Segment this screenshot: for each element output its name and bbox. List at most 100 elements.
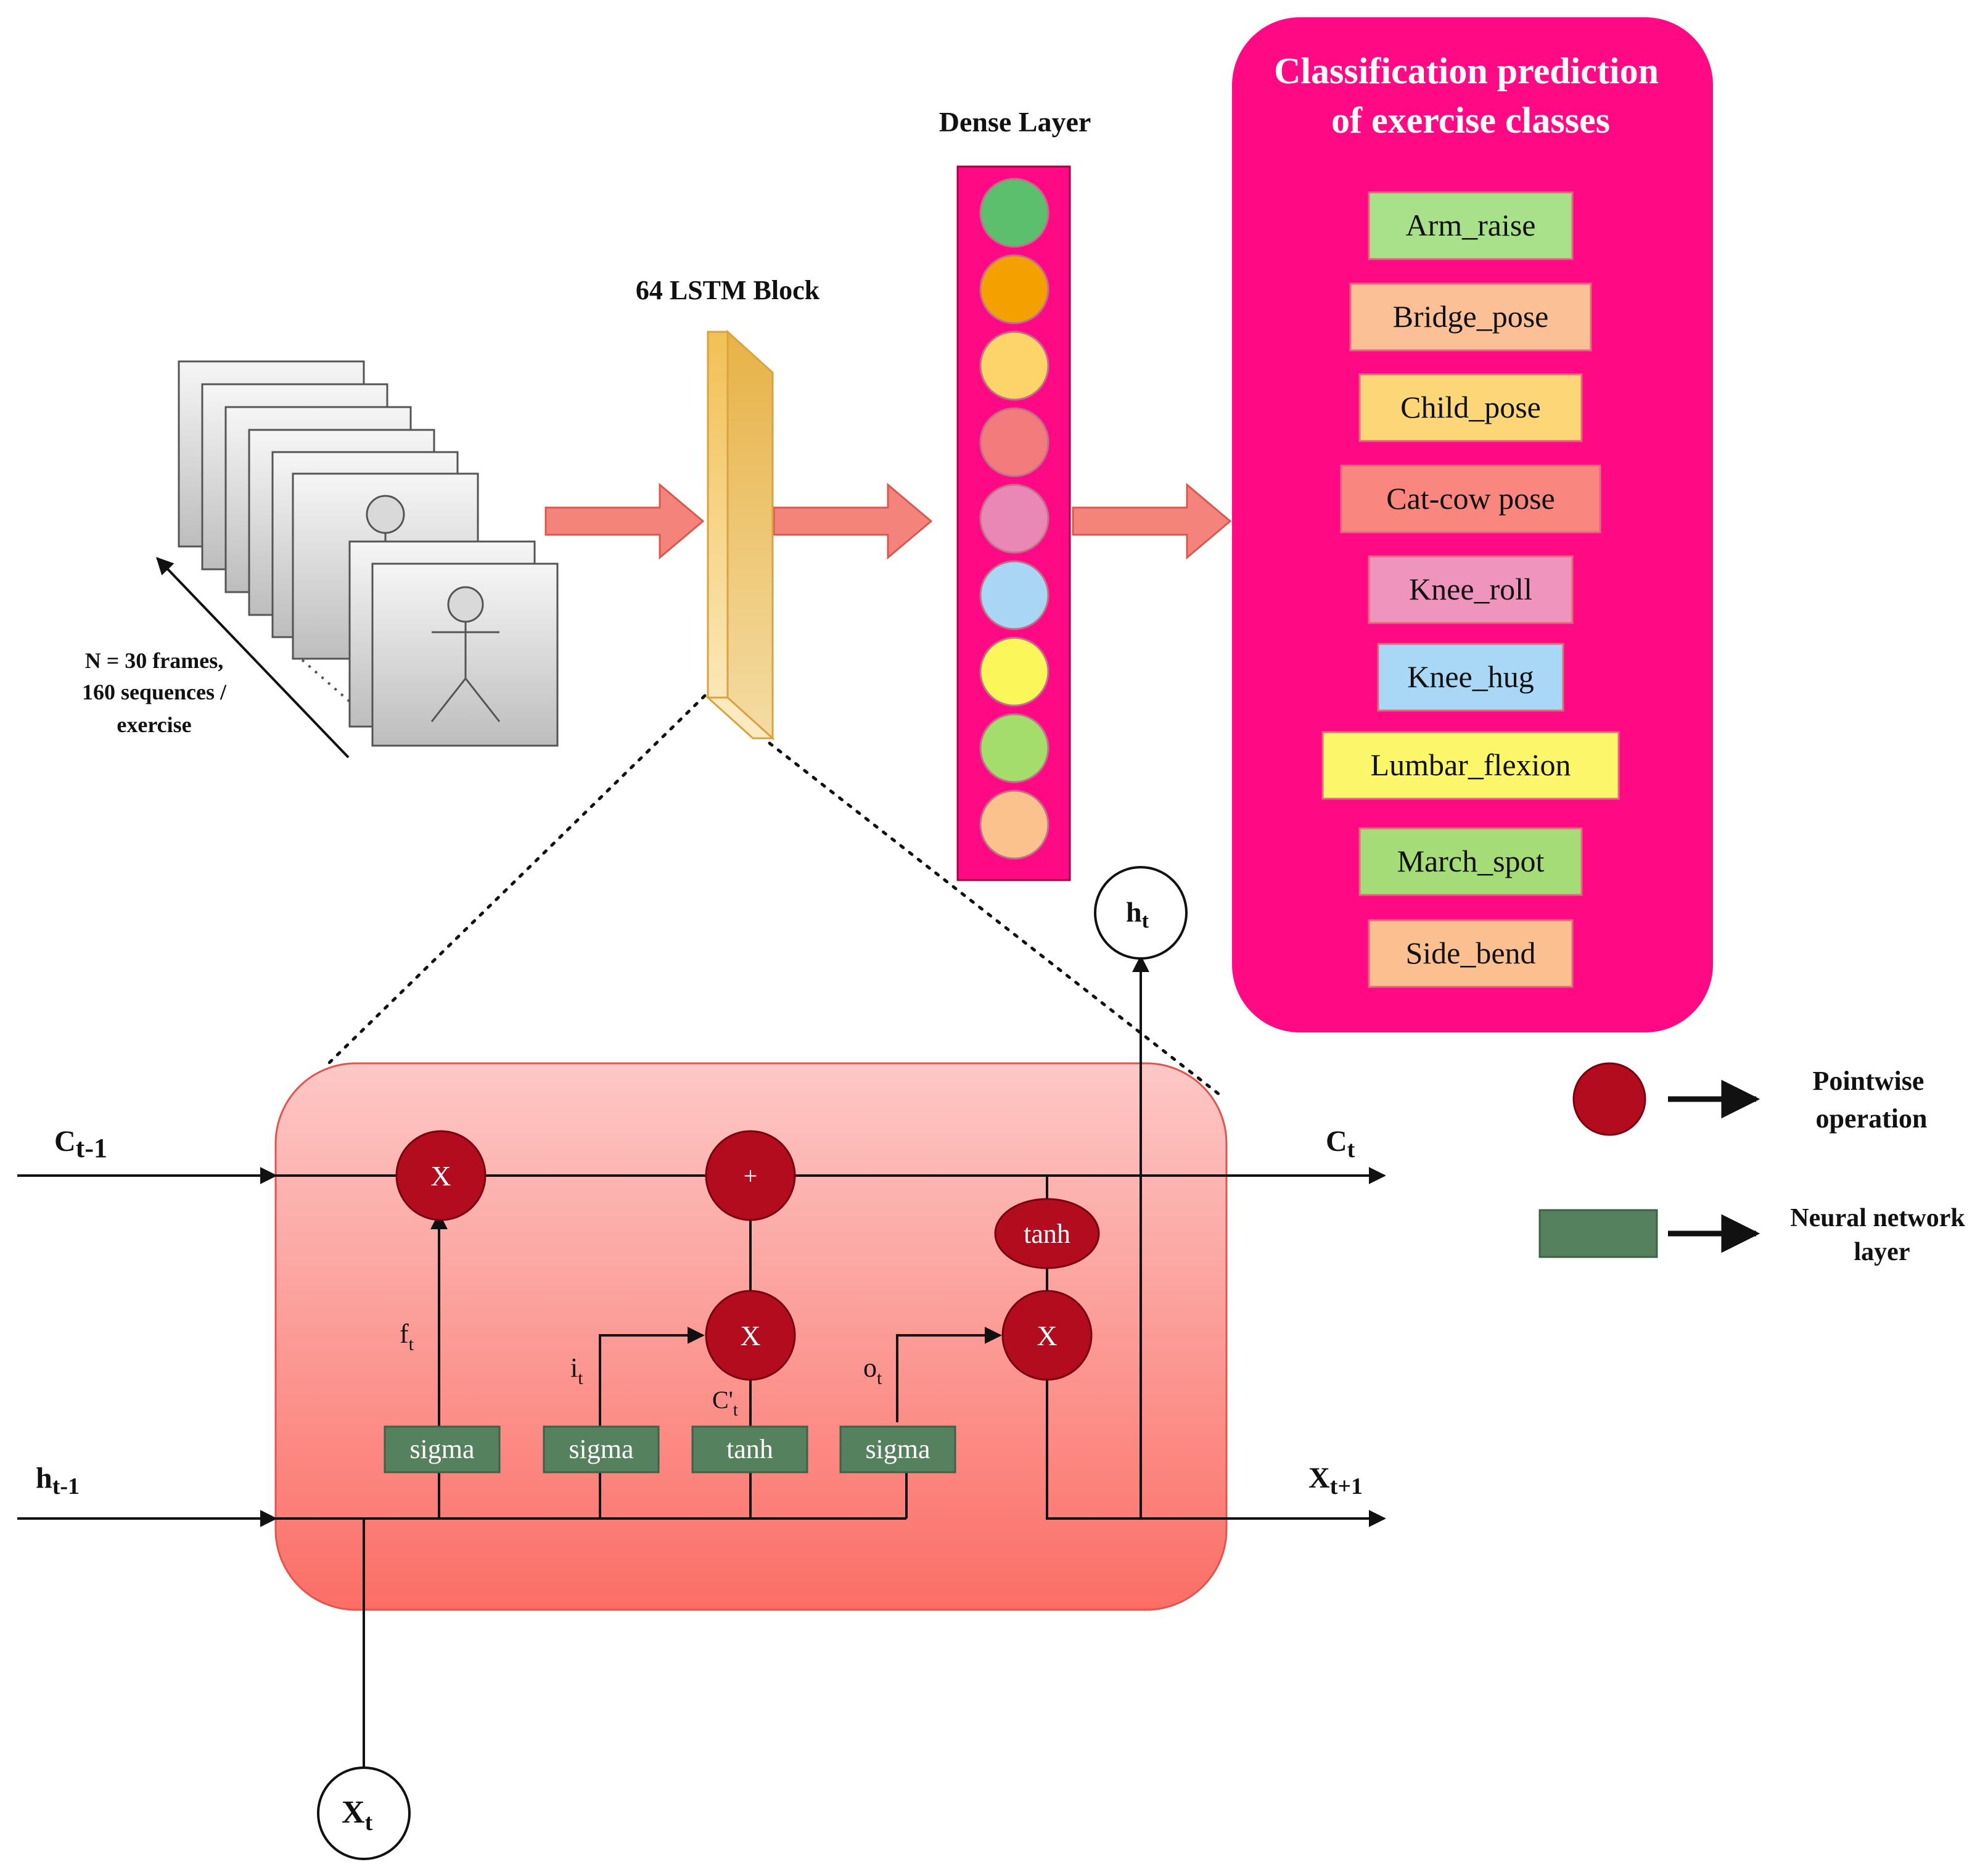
class-box: [1377, 643, 1564, 712]
zoom-line-left: [326, 694, 707, 1066]
dense-neuron-8: [979, 713, 1049, 783]
class-item: Side_bend: [1368, 919, 1574, 988]
class-box: [1368, 191, 1574, 260]
class-item: Knee_roll: [1368, 555, 1574, 624]
zoom-line-right: [768, 741, 1224, 1098]
input-node-label: Xt: [342, 1795, 373, 1836]
output-sigma-layer: [839, 1425, 956, 1473]
candidate-tanh-layer: [691, 1425, 808, 1473]
gate-labels: ft it C't ot: [400, 1319, 882, 1420]
legend-pointwise-line1: Pointwise: [1813, 1066, 1924, 1096]
dense-neuron-3: [979, 331, 1049, 401]
frames-count-arrow: [156, 556, 350, 759]
output-multiply-symbol: X: [1037, 1320, 1057, 1351]
video-frames-stack: [156, 360, 559, 759]
input-sigma-label: sigma: [569, 1434, 633, 1464]
lstm-block-side: [726, 329, 774, 741]
class-box: [1368, 555, 1574, 624]
add-op: [705, 1130, 796, 1221]
forget-sigma-layer: [384, 1425, 501, 1473]
dense-neuron-2: [979, 254, 1049, 324]
input-sigma-layer: [543, 1425, 660, 1473]
input-multiply-symbol: X: [740, 1320, 760, 1351]
dense-neurons: [979, 178, 1049, 860]
frames-depth-dots: [301, 659, 353, 704]
class-box: [1358, 827, 1583, 896]
dense-neuron-6: [979, 560, 1049, 630]
class-label: Lumbar_flexion: [1371, 748, 1571, 782]
output-multiply-op: [1001, 1290, 1093, 1381]
arrow-dense-to-classes: [1072, 482, 1232, 560]
nn-layers: sigma sigma tanh sigma: [384, 1425, 956, 1473]
class-item: Lumbar_flexion: [1321, 731, 1620, 800]
input-gate-label: it: [570, 1353, 583, 1388]
class-item: March_spot: [1358, 827, 1583, 896]
class-box: [1368, 919, 1574, 988]
class-label: Arm_raise: [1405, 208, 1535, 242]
legend-layer-line2: layer: [1854, 1238, 1910, 1266]
dense-neuron-9: [979, 789, 1049, 860]
dense-neuron-4: [979, 407, 1049, 477]
stick-figure-icon: [430, 586, 501, 722]
class-item: Cat-cow pose: [1340, 464, 1601, 534]
class-box: [1340, 464, 1601, 534]
legend-pointwise-icon: [1572, 1062, 1646, 1136]
forget-multiply-op: [395, 1130, 487, 1221]
frames-annotation-line1: N = 30 frames,: [85, 648, 223, 673]
lstm-block-bottom: [705, 696, 775, 740]
class-item: Arm_raise: [1368, 191, 1574, 260]
class-label: March_spot: [1397, 844, 1545, 878]
forget-multiply-symbol: X: [430, 1160, 451, 1192]
class-label: Child_pose: [1400, 390, 1541, 424]
class-item: Child_pose: [1358, 373, 1583, 442]
dense-neuron-7: [979, 637, 1049, 707]
output-sigma-label: sigma: [865, 1434, 930, 1464]
input-multiply-op: [705, 1290, 796, 1381]
input-node: [317, 1766, 411, 1860]
class-label: Bridge_pose: [1393, 299, 1549, 334]
add-symbol: +: [744, 1162, 758, 1190]
class-label: Knee_hug: [1407, 659, 1534, 694]
flow-arrows: [544, 482, 1232, 560]
dense-layer-title: Dense Layer: [939, 106, 1091, 138]
forget-gate-label: ft: [400, 1319, 414, 1354]
class-box: [1358, 373, 1583, 442]
class-label: Side_bend: [1405, 936, 1535, 970]
class-item: Bridge_pose: [1349, 282, 1592, 352]
forget-sigma-label: sigma: [409, 1434, 474, 1464]
frames-annotation-line3: exercise: [117, 712, 191, 737]
legend-pointwise-line2: operation: [1816, 1103, 1928, 1134]
dense-neuron-1: [979, 178, 1049, 248]
tanh-op-label: tanh: [1024, 1219, 1070, 1249]
hidden-output-node: [1094, 866, 1188, 960]
legend: Pointwise operation Neural network layer: [1538, 1062, 1965, 1266]
lstm-block-title: 64 LSTM Block: [636, 275, 820, 305]
dense-neuron-5: [979, 484, 1049, 554]
class-label: Knee_roll: [1409, 572, 1532, 606]
frames-annotation: N = 30 frames, 160 sequences / exercise: [82, 648, 227, 737]
classification-title-line1: Classification prediction: [1274, 51, 1659, 91]
class-box: [1321, 731, 1620, 800]
hidden-output-label: ht: [1126, 896, 1149, 933]
h-prev-label: ht-1: [36, 1462, 80, 1499]
output-mult-to-bus: [1046, 1359, 1386, 1527]
stick-figure-head-icon: [366, 495, 405, 534]
candidate-tanh-label: tanh: [726, 1434, 773, 1464]
x-next-label: Xt+1: [1308, 1462, 1363, 1499]
arrow-lstm-to-dense: [773, 482, 933, 560]
c-prev-label: Ct-1: [54, 1125, 107, 1163]
pointwise-ops: X + X tanh X: [395, 1130, 1100, 1381]
state-labels: Ct-1 Ct ht-1 Xt+1: [36, 1125, 1363, 1499]
tanh-op: [994, 1198, 1100, 1269]
legend-layer-icon: [1538, 1209, 1658, 1258]
lstm-block-front: [707, 331, 729, 699]
class-box: [1349, 282, 1592, 352]
candidate-label: C't: [712, 1386, 738, 1420]
class-label: Cat-cow pose: [1386, 481, 1555, 516]
output-gate-label: ot: [863, 1353, 882, 1388]
class-item: Knee_hug: [1377, 643, 1564, 712]
c-next-label: Ct: [1326, 1125, 1355, 1163]
lstm-block-3d: [705, 329, 775, 741]
